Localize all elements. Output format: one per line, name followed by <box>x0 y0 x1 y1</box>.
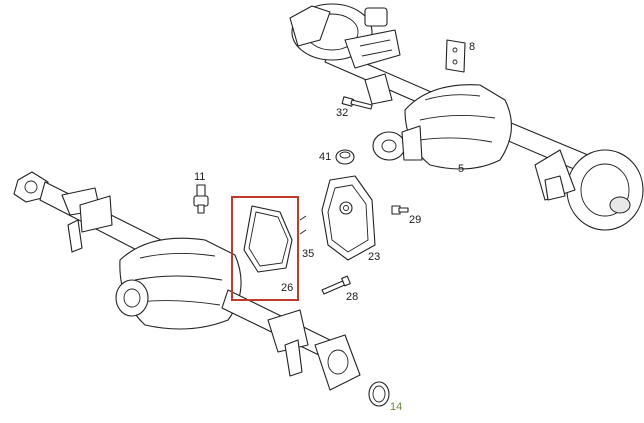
label-part-41: 41 <box>319 151 331 163</box>
part-11-breather <box>193 184 209 214</box>
part-35-fastener <box>299 215 307 235</box>
label-part-29: 29 <box>409 214 421 226</box>
label-part-14: 14 <box>390 401 402 413</box>
label-part-32: 32 <box>336 107 348 119</box>
label-part-26: 26 <box>281 282 293 294</box>
upper-axle-assembly <box>289 3 644 231</box>
lower-right-hub <box>314 334 361 391</box>
part-14-seal <box>368 381 390 407</box>
upper-right-hub <box>566 149 644 231</box>
part-23-cover <box>321 175 376 261</box>
upper-right-spring-mount <box>534 149 576 201</box>
label-part-23: 23 <box>368 251 380 263</box>
label-part-35: 35 <box>302 248 314 260</box>
upper-shock-mount <box>364 73 393 105</box>
part-32-bolt <box>341 96 373 110</box>
upper-left-brake-plate <box>289 5 331 47</box>
part-29-plug <box>391 205 409 215</box>
part-26-gasket <box>243 205 293 273</box>
lower-axle-assembly <box>13 171 361 391</box>
highlight-box-part-26 <box>231 196 299 301</box>
upper-left-spring-mount <box>344 29 401 69</box>
label-part-5: 5 <box>458 163 464 175</box>
part-8-plate <box>445 39 466 73</box>
upper-pinion-flange <box>372 131 406 161</box>
part-41-cap <box>335 149 355 165</box>
label-part-11: 11 <box>194 171 205 183</box>
part-28-bolt <box>321 275 351 295</box>
label-part-28: 28 <box>346 291 358 303</box>
upper-left-bracket <box>364 7 388 27</box>
lower-pinion-flange <box>115 279 149 317</box>
lower-left-spring-mount <box>79 195 113 233</box>
label-part-8: 8 <box>469 41 475 53</box>
